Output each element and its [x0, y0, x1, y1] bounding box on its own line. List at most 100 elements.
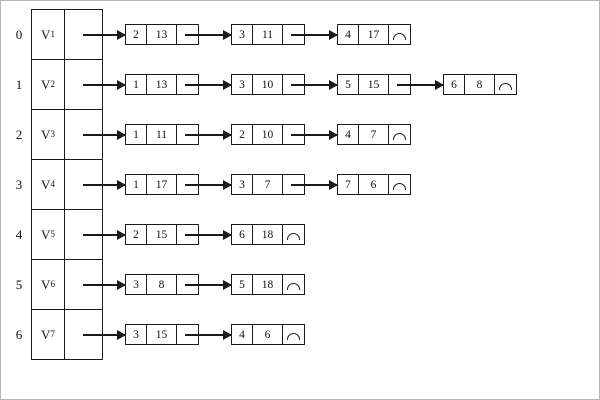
node-weight-cell: 6 — [253, 324, 283, 345]
arc-null-icon — [393, 133, 406, 140]
node-adjacent-vertex-cell: 1 — [125, 174, 147, 195]
arrow-connector — [83, 129, 126, 140]
row-index-label: 0 — [15, 26, 23, 42]
arrow-connector — [83, 179, 126, 190]
node-weight-cell: 17 — [359, 24, 389, 45]
node-weight-cell: 7 — [359, 124, 389, 145]
node-adjacent-vertex-cell: 2 — [125, 224, 147, 245]
node-pointer-cell — [283, 324, 305, 345]
node-adjacent-vertex-cell: 3 — [125, 274, 147, 295]
arrowhead-icon — [329, 29, 338, 40]
vertex-label-subscript: 5 — [50, 229, 55, 239]
arrow-connector — [185, 329, 232, 340]
node-pointer-cell — [389, 24, 411, 45]
arrowhead-icon — [223, 229, 232, 240]
arrow-connector — [291, 129, 338, 140]
vertex-label-text: V — [41, 26, 51, 42]
vertex-label-subscript: 2 — [50, 79, 55, 89]
arc-null-icon — [499, 83, 512, 90]
arrow-connector — [83, 79, 126, 90]
arrowhead-icon — [329, 179, 338, 190]
node-weight-cell: 13 — [147, 74, 177, 95]
node-adjacent-vertex-cell: 4 — [337, 24, 359, 45]
row-index-label: 1 — [15, 76, 23, 92]
node-adjacent-vertex-cell: 2 — [125, 24, 147, 45]
arrow-connector — [397, 79, 444, 90]
node-adjacent-vertex-cell: 3 — [231, 24, 253, 45]
node-adjacent-vertex-cell: 2 — [231, 124, 253, 145]
node-weight-cell: 8 — [465, 74, 495, 95]
node-adjacent-vertex-cell: 3 — [231, 174, 253, 195]
node-pointer-cell — [283, 224, 305, 245]
arrowhead-icon — [117, 329, 126, 340]
node-adjacent-vertex-cell: 3 — [231, 74, 253, 95]
node-adjacent-vertex-cell: 6 — [443, 74, 465, 95]
vertex-label-text: V — [41, 126, 51, 142]
arc-null-icon — [393, 33, 406, 40]
arrow-connector — [83, 229, 126, 240]
vertex-label-text: V — [41, 76, 51, 92]
node-weight-cell: 11 — [147, 124, 177, 145]
node-weight-cell: 18 — [253, 224, 283, 245]
vertex-label-text: V — [41, 226, 51, 242]
node-weight-cell: 7 — [253, 174, 283, 195]
arrow-connector — [291, 79, 338, 90]
arrowhead-icon — [223, 29, 232, 40]
arrow-connector — [185, 79, 232, 90]
arrowhead-icon — [223, 279, 232, 290]
node-weight-cell: 15 — [359, 74, 389, 95]
node-weight-cell: 11 — [253, 24, 283, 45]
arc-null-icon — [287, 283, 300, 290]
arc-null-icon — [287, 233, 300, 240]
arrow-connector — [83, 29, 126, 40]
row-index-label: 5 — [15, 276, 23, 292]
node-adjacent-vertex-cell: 6 — [231, 224, 253, 245]
vertex-label-subscript: 7 — [50, 329, 55, 339]
arrowhead-icon — [117, 129, 126, 140]
vertex-label-subscript: 6 — [50, 279, 55, 289]
node-adjacent-vertex-cell: 4 — [231, 324, 253, 345]
arrow-connector — [185, 179, 232, 190]
arrowhead-icon — [329, 79, 338, 90]
vertex-label-subscript: 3 — [50, 129, 55, 139]
arrow-connector — [185, 229, 232, 240]
arrow-connector — [185, 279, 232, 290]
node-weight-cell: 18 — [253, 274, 283, 295]
node-weight-cell: 13 — [147, 24, 177, 45]
arrow-connector — [291, 29, 338, 40]
arrow-connector — [83, 329, 126, 340]
node-weight-cell: 15 — [147, 324, 177, 345]
node-adjacent-vertex-cell: 5 — [337, 74, 359, 95]
row-index-label: 6 — [15, 326, 23, 342]
node-adjacent-vertex-cell: 4 — [337, 124, 359, 145]
arrowhead-icon — [117, 279, 126, 290]
vertex-label-subscript: 1 — [50, 29, 55, 39]
arrow-connector — [185, 129, 232, 140]
arrowhead-icon — [223, 179, 232, 190]
arrowhead-icon — [435, 79, 444, 90]
arrowhead-icon — [117, 229, 126, 240]
node-adjacent-vertex-cell: 5 — [231, 274, 253, 295]
arrowhead-icon — [223, 79, 232, 90]
